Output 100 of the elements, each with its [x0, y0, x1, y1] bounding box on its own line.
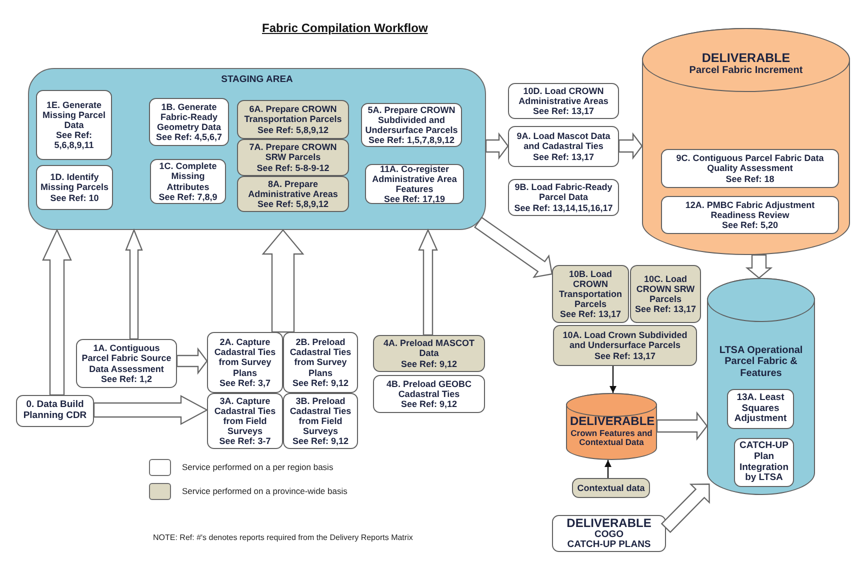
process-box [373, 335, 485, 372]
block-arrow [42, 228, 72, 396]
process-box [207, 332, 283, 393]
process-box [508, 83, 619, 119]
process-box [237, 100, 349, 139]
step-title: 1A. Contiguous Parcel Fabric Source Data Assessment [80, 343, 172, 374]
reference-text: See Ref: 13,14,15,16,17 [514, 202, 613, 213]
step-title: 8A. Prepare Administrative Areas [247, 178, 339, 200]
process-box [36, 165, 113, 210]
process-box [373, 375, 485, 413]
block-arrow [93, 395, 208, 425]
block-arrow [262, 229, 304, 333]
arrow [604, 460, 612, 478]
process-box [150, 159, 226, 204]
reference-text: See Ref: 1,5,7,8,9,12 [368, 135, 455, 146]
reference-text: See Ref: 5,8,9,12 [257, 124, 329, 135]
deliverable-subtitle: COGO [594, 530, 624, 540]
step-title: 4B. Preload GEOBC Cadastral Ties [385, 378, 473, 400]
step-title: 11A. Co-register Administrative Area Features [371, 164, 458, 194]
step-title: 1E. Generate Missing Parcel Data [41, 100, 107, 130]
step-title: 3B. Preload Cadastral Ties from Field Surveys [288, 396, 352, 436]
reference-text: See Ref: 17,19 [384, 194, 446, 204]
step-title: 12A. PMBC Fabric Adjustment Readiness Review [684, 200, 816, 220]
process-box [207, 393, 283, 449]
reference-text: See Ref: 13,17 [594, 350, 656, 361]
reference-text: See Ref: 4,5,6,7 [156, 132, 222, 142]
process-box [237, 139, 349, 176]
step-title: 4A. Preload MASCOT Data [382, 338, 476, 359]
process-box [283, 393, 358, 449]
reference-text: See Ref: 9,12 [292, 378, 349, 388]
block-arrow [125, 228, 143, 340]
process-box [36, 90, 112, 160]
reference-text: See Ref: 13,17 [532, 152, 594, 162]
step-title: 10B. Load CROWN Transportation Parcels [558, 268, 623, 310]
process-box [16, 395, 94, 427]
step-title: 7A. Prepare CROWN SRW Parcels [248, 142, 338, 163]
reference-text: See Ref: 13,17 [560, 309, 622, 320]
step-title: 9A. Load Mascot Data and Cadastral Ties [516, 131, 612, 152]
reference-text: See Ref: 9,12 [400, 358, 458, 369]
step-title: 13A. Least Squares Adjustment [733, 392, 788, 426]
process-box [237, 176, 349, 212]
deliverable-subtitle: CATCH-UP PLANS [567, 540, 651, 550]
block-arrow [176, 347, 208, 375]
step-title: 2B. Preload Cadastral Ties from Survey Plans [288, 337, 352, 378]
reference-text: See Ref: 3,7 [219, 378, 271, 388]
step-title: 1B. Generate Fabric-Ready Geometry Data [156, 102, 222, 132]
database-cylinder [707, 278, 815, 495]
step-title: 2A. Capture Cadastral Ties from Survey Plans [213, 337, 277, 378]
reference-text: See Ref: 13,17 [634, 304, 696, 314]
block-arrow [660, 484, 710, 534]
process-box [508, 179, 619, 216]
reference-text: See Ref: 5,20 [722, 220, 778, 230]
area-title: STAGING AREA [221, 75, 293, 86]
step-title: Contextual data [577, 482, 645, 494]
step-title: 9B. Load Fabric-Ready Parcel Data [514, 182, 614, 203]
reference-text: See Ref: 5-8-9-12 [256, 162, 330, 173]
process-box [553, 325, 697, 366]
step-title: 1D. Identify Missing Parcels [40, 172, 109, 193]
process-box [661, 196, 839, 234]
step-title: 10C. Load CROWN SRW Parcels [635, 274, 696, 304]
process-box [149, 98, 229, 146]
step-title: 10A. Load Crown Subdivided and Undersurface Parcels [562, 330, 688, 351]
process-box [727, 389, 794, 429]
block-arrow [485, 132, 509, 160]
step-title: 10D. Load CROWN Administrative Areas [518, 86, 610, 106]
reference-text: See Ref: 10 [50, 192, 99, 203]
reference-text: See Ref: 7,8,9 [158, 192, 218, 202]
legend-label: Service performed on a province-wide basis [182, 486, 348, 496]
process-box [572, 478, 650, 498]
deliverable-subtitle: Parcel Fabric Increment [689, 65, 803, 76]
reference-text: See Ref: 3-7 [219, 436, 271, 446]
process-box [361, 103, 462, 147]
step-title: CATCH-UP Plan Integration by LTSA [738, 441, 790, 484]
process-box [508, 126, 619, 167]
diagram-title: Fabric Compilation Workflow [262, 21, 428, 35]
deliverable-subtitle: Crown Features and Contextual Data [570, 428, 653, 448]
reference-text: See Ref: 5,6,8,9,11 [53, 130, 95, 150]
step-title: 9C. Contiguous Parcel Fabric Data Quality Assessment [675, 153, 825, 174]
process-box [661, 149, 839, 188]
process-box [283, 332, 358, 393]
reference-text: See Ref: 5,8,9,12 [257, 199, 329, 210]
process-box [365, 164, 464, 204]
reference-text: See Ref: 9,12 [400, 399, 458, 410]
block-arrow [656, 411, 708, 441]
process-box [552, 265, 629, 323]
block-arrow [474, 216, 553, 278]
block-arrow [418, 228, 438, 336]
database-cylinder [566, 393, 657, 460]
step-title: 1C. Complete Missing Attributes [158, 161, 218, 192]
reference-text: See Ref: 9,12 [292, 436, 349, 446]
process-box [552, 515, 666, 552]
deliverable-heading: DELIVERABLE [566, 516, 652, 530]
legend-label: Service performed on a per region basis [182, 462, 334, 472]
deliverable-heading: DELIVERABLE [570, 415, 653, 429]
block-arrow [618, 132, 643, 160]
step-title: 5A. Prepare CROWN Subdivided and Undersurface Parcels [365, 104, 458, 136]
block-arrow [745, 254, 773, 279]
arrow [610, 366, 616, 393]
staging-area-panel [28, 68, 486, 230]
deliverable-heading: DELIVERABLE [702, 51, 790, 66]
